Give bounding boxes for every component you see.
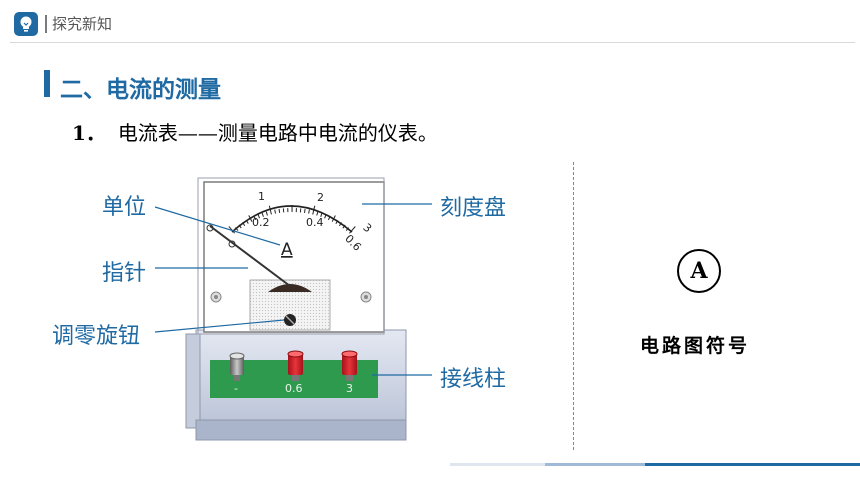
- terminal-0-6: [287, 350, 304, 381]
- section-bar: [44, 70, 50, 97]
- intro-text: 电流表——测量电路中电流的仪表。: [117, 121, 438, 145]
- intro-line: 1． 电流表——测量电路中电流的仪表。: [72, 117, 438, 146]
- label-unit: 单位: [102, 195, 147, 220]
- dial-tick: [324, 214, 327, 219]
- header-label: 探究新知: [52, 15, 113, 33]
- dial-ticks: [228, 204, 356, 234]
- ammeter-circuit-symbol: A: [677, 249, 721, 293]
- minor-tick-0-2: 0.2: [252, 216, 270, 229]
- dial-scale: [231, 205, 353, 233]
- terminal-label-0-6: 0.6: [285, 382, 303, 395]
- dial-tick: [242, 222, 246, 227]
- intro-number: 1．: [72, 121, 106, 145]
- leader-unit: [154, 206, 281, 246]
- label-pointer: 指针: [102, 261, 147, 286]
- meter-pointer: [209, 225, 291, 287]
- dial-tick: [253, 215, 257, 221]
- leader-zero-knob: [154, 319, 285, 333]
- header-rule: [10, 42, 855, 43]
- unit-symbol: A: [281, 240, 293, 260]
- dial-tick: [257, 214, 260, 219]
- label-dial: 刻度盘: [440, 196, 507, 221]
- footer-line-mid: [545, 463, 645, 466]
- dial-tick: [312, 205, 316, 215]
- dial-tick: [261, 212, 264, 217]
- terminal-3: [341, 350, 358, 381]
- dial-tick: [304, 208, 306, 213]
- slide-header: 探究新知: [0, 0, 860, 44]
- dial-tick: [248, 215, 253, 222]
- terminal-negative: [229, 352, 245, 381]
- symbol-caption: 电路图符号: [640, 335, 751, 357]
- dial-tick: [274, 209, 276, 214]
- section-title: 二、电流的测量: [60, 77, 221, 103]
- label-terminals: 接线柱: [440, 367, 507, 392]
- label-zero-knob: 调零旋钮: [52, 324, 141, 349]
- major-tick-1: 1: [258, 190, 265, 203]
- footer-line-light: [450, 463, 545, 466]
- dial-tick: [308, 209, 310, 214]
- terminal-label-3: 3: [346, 382, 353, 395]
- dial-tick: [320, 212, 323, 217]
- dial-tick: [345, 227, 350, 231]
- dial-tick: [331, 215, 336, 222]
- dial-tick: [278, 208, 281, 213]
- dashed-divider: [573, 162, 574, 450]
- lightbulb-icon: [14, 12, 38, 36]
- dial-tick: [338, 222, 342, 227]
- dial-tick: [235, 227, 239, 231]
- dial-tick: [268, 205, 272, 215]
- zero-adjust-knob: [284, 314, 296, 326]
- footer-line-dark: [645, 463, 860, 466]
- dial-tick: [342, 224, 346, 229]
- dial-tick: [316, 211, 319, 216]
- dial-tick: [265, 211, 268, 216]
- header-separator: [45, 15, 47, 33]
- dial-tick: [327, 216, 331, 221]
- dial-tick: [349, 226, 356, 234]
- terminal-label-negative: -: [234, 382, 238, 395]
- dial-tick: [335, 219, 339, 224]
- minor-tick-0-4: 0.4: [306, 216, 324, 229]
- dial-tick: [245, 219, 249, 224]
- major-tick-2: 2: [317, 191, 324, 204]
- dial-tick: [238, 224, 242, 229]
